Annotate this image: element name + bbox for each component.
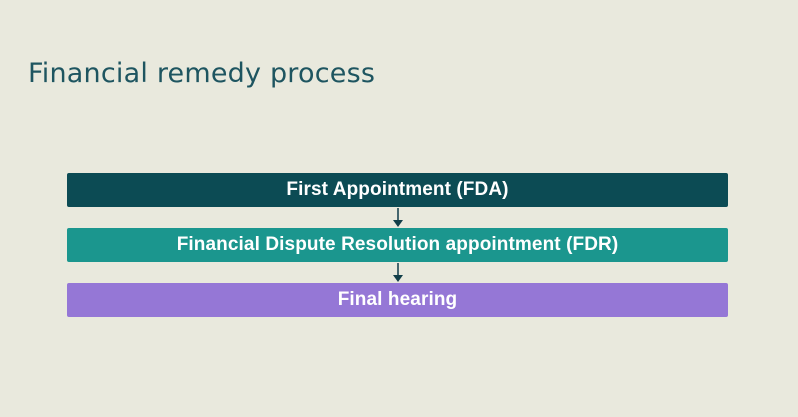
arrow-head [392,275,403,282]
step-label: First Appointment (FDA) [286,179,509,200]
down-arrow-icon [67,207,728,228]
process-flowchart: First Appointment (FDA) Financial Disput… [67,173,728,317]
arrow-stem [396,208,399,220]
arrow-head [392,220,403,227]
step-label: Financial Dispute Resolution appointment… [176,234,619,255]
step-financial-dispute-resolution: Financial Dispute Resolution appointment… [67,228,728,262]
step-first-appointment: First Appointment (FDA) [67,173,728,207]
step-final-hearing: Final hearing [67,283,728,317]
step-label: Final hearing [337,289,458,310]
arrow-stem [396,263,399,275]
down-arrow-icon [67,262,728,283]
page-title: Financial remedy process [28,58,376,89]
